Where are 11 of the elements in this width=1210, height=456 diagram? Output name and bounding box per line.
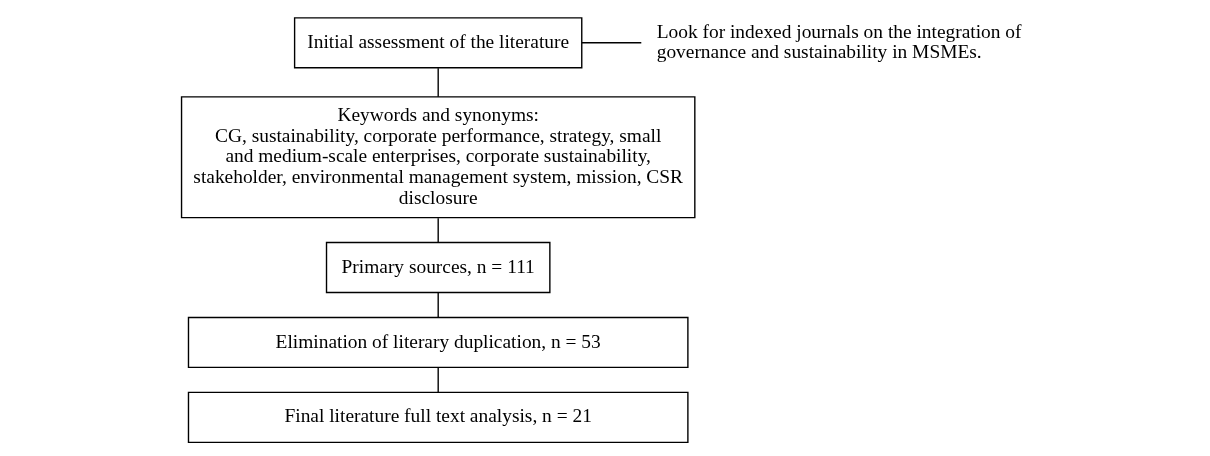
node-box: Final literature full text analysis, n = 21 <box>187 391 689 444</box>
node-box: Keywords and synonyms: CG, sustainability, corporate performance, strategy, small and medium-scale enterprises, corporate sustainability, stakeholder, environmental management system, mission, CSR disclosure <box>180 96 696 219</box>
node-box: Initial assessment of the literature <box>293 17 583 69</box>
connector <box>437 217 439 244</box>
node-text: Look for indexed journals on the integration of governance and sustainability in MSMEs. <box>656 20 1022 63</box>
connector <box>437 367 439 393</box>
connector <box>437 292 439 318</box>
node-box: Primary sources, n = 111 <box>325 241 551 294</box>
connector <box>581 42 642 44</box>
node-box: Elimination of literary duplication, n = 53 <box>187 316 689 369</box>
connector <box>437 67 439 98</box>
